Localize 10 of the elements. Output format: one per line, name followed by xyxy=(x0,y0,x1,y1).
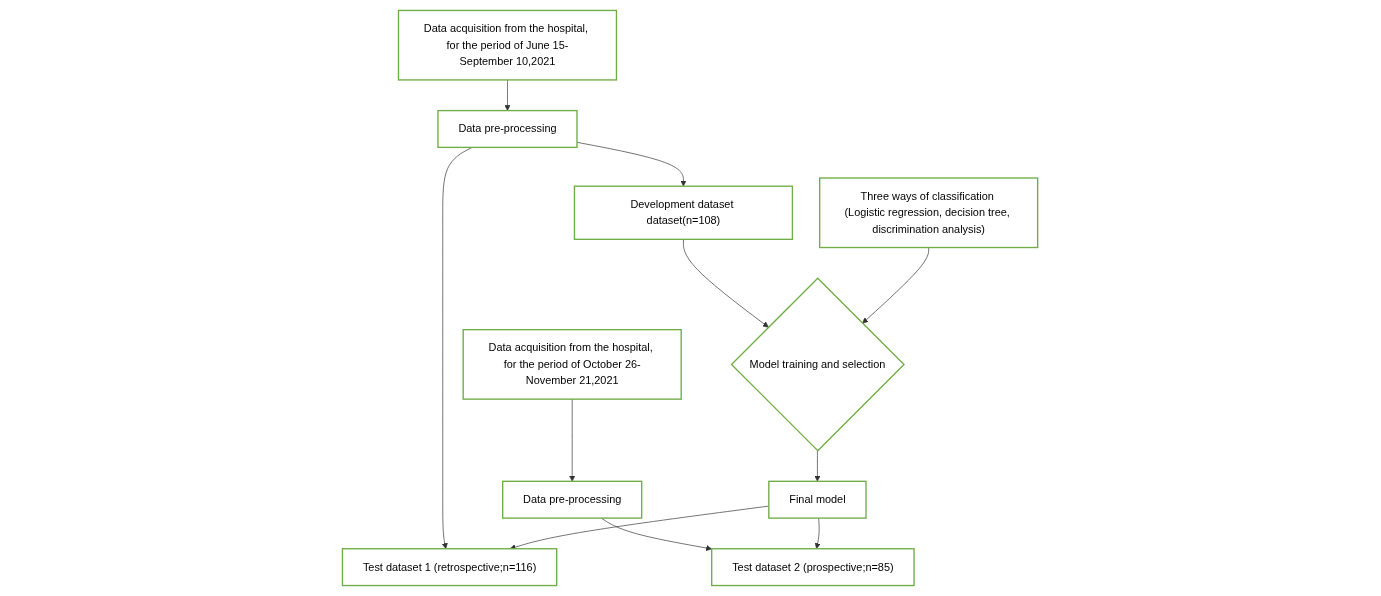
node-box: Final model xyxy=(768,480,868,519)
node-box: Data pre-processing xyxy=(437,109,579,149)
node-diamond: Model training and selection xyxy=(731,277,906,452)
node-box: Test dataset 1 (retrospective;n=116) xyxy=(342,548,558,587)
node-box: Data acquisition from the hospital, for the period of June 15-September 10,2021 xyxy=(398,9,618,81)
node-box: Three ways of classification (Logistic regression, decision tree, discrimination analysis) xyxy=(819,177,1039,249)
node-box: Data acquisition from the hospital, for the period of October 26-November 21,2021 xyxy=(462,329,683,400)
node-box: Data pre-processing xyxy=(502,480,643,519)
node-box: Development dataset dataset(n=108) xyxy=(574,185,794,240)
node-box: Test dataset 2 (prospective;n=85) xyxy=(711,548,916,587)
